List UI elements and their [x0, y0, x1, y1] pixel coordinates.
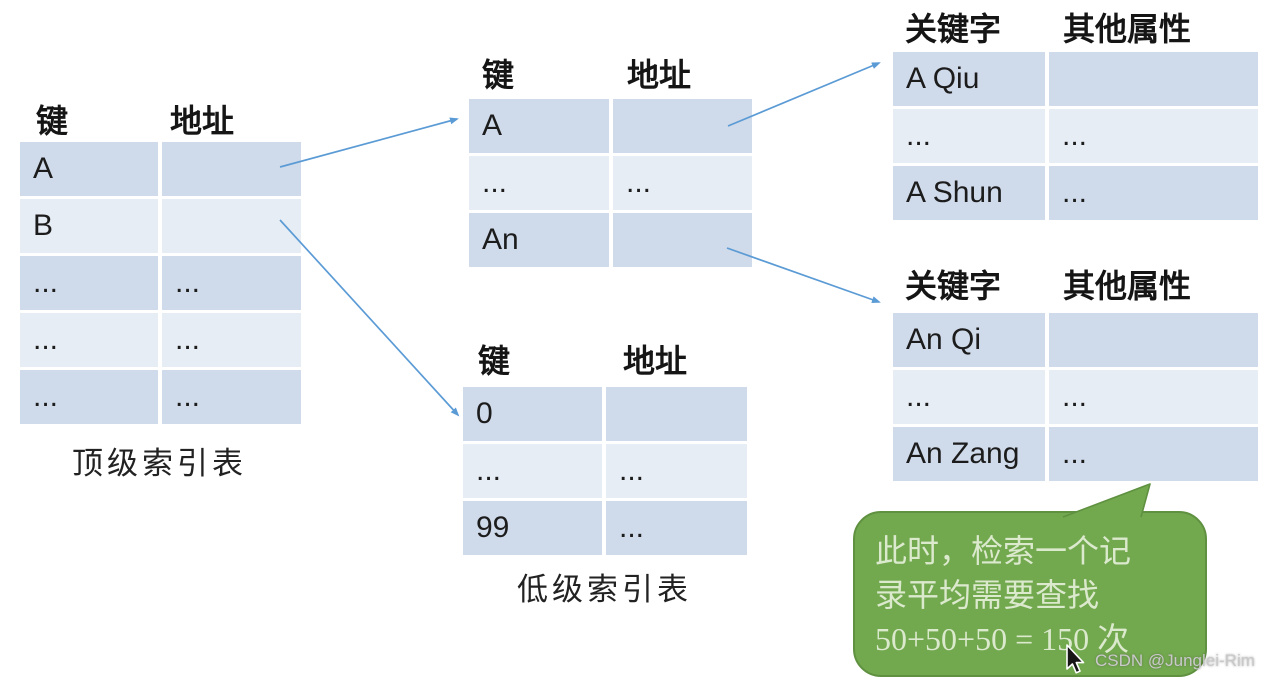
table-cell: ... [162, 313, 301, 367]
table-body: A ... ... An [469, 99, 752, 267]
column-header-address: 地址 [623, 343, 688, 379]
table-cell: ... [20, 313, 158, 367]
column-header-attributes: 其他属性 [1063, 11, 1192, 47]
top-level-index-table: 键 地址 A B ... ... ... ... ... ... [20, 96, 301, 424]
table-cell: An [469, 213, 609, 267]
table-cell: ... [20, 256, 158, 310]
column-header-keyword: 关键字 [905, 11, 1002, 47]
low-level-index-table: 键 地址 0 ... ... 99 ... [463, 336, 747, 555]
table-header-row: 键 地址 [463, 336, 747, 387]
table-cell: 0 [463, 387, 602, 441]
callout-line: 此时，检索一个记 [875, 533, 1132, 569]
column-header-address: 地址 [170, 103, 235, 139]
table-cell: ... [1049, 166, 1258, 220]
arrow-topindex-to-lowindex [279, 219, 460, 417]
table-cell [1049, 52, 1258, 106]
column-header-key: 键 [478, 343, 511, 379]
low-level-index-caption: 低级索引表 [517, 572, 692, 607]
callout-bubble: 此时，检索一个记 录平均需要查找 50+50+50 = 150 次 [853, 511, 1207, 677]
column-header-attributes: 其他属性 [1063, 268, 1192, 304]
table-cell [162, 142, 301, 196]
column-header-keyword: 关键字 [905, 268, 1002, 304]
table-cell: B [20, 199, 158, 253]
table-cell: ... [20, 370, 158, 424]
watermark-text: CSDN @Junglei-Rim [1095, 651, 1255, 670]
table-cell: ... [606, 501, 747, 555]
table-body: A Qiu ... ... A Shun ... [893, 52, 1258, 220]
callout-line: 50+50+50 = 150 次 [875, 621, 1130, 657]
table-cell: A Shun [893, 166, 1045, 220]
table-cell: 99 [463, 501, 602, 555]
table-cell: ... [893, 370, 1045, 424]
callout-line: 录平均需要查找 [875, 577, 1100, 613]
table-header-row: 关键字 其他属性 [893, 261, 1258, 313]
table-cell: ... [463, 444, 602, 498]
mid-index-table: 键 地址 A ... ... An [469, 50, 752, 267]
table-cell: ... [606, 444, 747, 498]
table-cell [613, 213, 752, 267]
table-cell: ... [893, 109, 1045, 163]
table-cell: ... [1049, 109, 1258, 163]
table-cell: ... [162, 256, 301, 310]
table-cell: ... [1049, 427, 1258, 481]
column-header-address: 地址 [627, 57, 692, 93]
table-body: 0 ... ... 99 ... [463, 387, 747, 555]
record-table-an: 关键字 其他属性 An Qi ... ... An Zang ... [893, 261, 1258, 481]
column-header-key: 键 [36, 103, 69, 139]
table-body: A B ... ... ... ... ... ... [20, 142, 301, 424]
table-cell: A Qiu [893, 52, 1045, 106]
table-cell: ... [613, 156, 752, 210]
table-header-row: 键 地址 [20, 96, 301, 142]
record-table-a: 关键字 其他属性 A Qiu ... ... A Shun ... [893, 4, 1258, 220]
table-cell: A [469, 99, 609, 153]
table-cell: An Zang [893, 427, 1045, 481]
column-header-key: 键 [482, 57, 515, 93]
table-cell: A [20, 142, 158, 196]
table-cell: ... [1049, 370, 1258, 424]
table-body: An Qi ... ... An Zang ... [893, 313, 1258, 481]
table-cell [606, 387, 747, 441]
table-header-row: 关键字 其他属性 [893, 4, 1258, 52]
table-cell: ... [162, 370, 301, 424]
arrow-topindex-to-midindex [279, 117, 459, 168]
table-cell: ... [469, 156, 609, 210]
table-cell: An Qi [893, 313, 1045, 367]
table-cell [1049, 313, 1258, 367]
table-cell [162, 199, 301, 253]
top-level-index-caption: 顶级索引表 [72, 446, 247, 481]
table-header-row: 键 地址 [469, 50, 752, 99]
table-cell [613, 99, 752, 153]
